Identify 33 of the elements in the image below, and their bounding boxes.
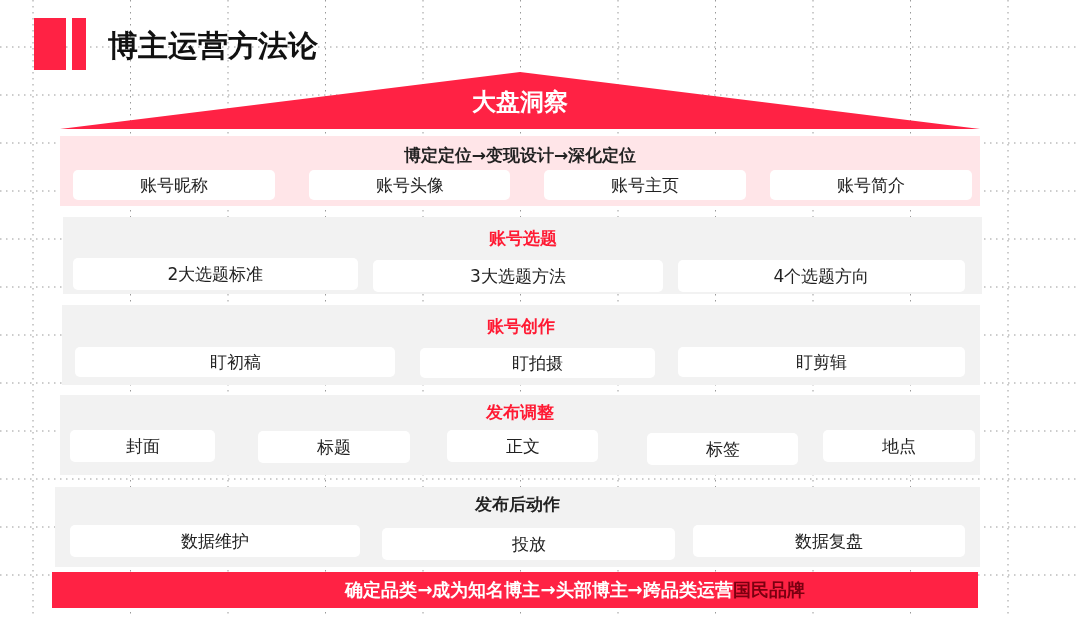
section-panel — [55, 487, 980, 567]
section-panel — [60, 136, 980, 206]
section-heading: 发布后动作 — [474, 493, 561, 516]
item-card: 数据维护 — [70, 525, 360, 557]
item-card: 账号主页 — [544, 170, 746, 200]
banner-text: 国民品牌 — [732, 578, 805, 602]
item-card: 4个选题方向 — [678, 260, 965, 292]
section-heading: 博定定位→变现设计→深化定位 — [402, 144, 638, 167]
banner-heading: 大盘洞察 — [471, 87, 569, 118]
item-card: 正文 — [447, 430, 598, 462]
section-panel — [60, 395, 980, 475]
title: 博主运营方法论 — [108, 27, 318, 65]
item-card: 3大选题方法 — [373, 260, 663, 292]
item-card: 地点 — [823, 430, 975, 462]
item-card: 盯拍摄 — [420, 348, 655, 378]
item-card: 盯初稿 — [75, 347, 395, 377]
banner-text: 确定品类→成为知名博主→头部博主→跨品类运营 — [345, 578, 733, 602]
section-panel — [63, 217, 982, 294]
item-card: 账号昵称 — [73, 170, 275, 200]
item-card: 2大选题标准 — [73, 258, 358, 290]
item-card: 标签 — [647, 433, 798, 465]
bottom-banner — [52, 572, 978, 608]
item-card: 数据复盘 — [693, 525, 965, 557]
item-card: 账号简介 — [770, 170, 972, 200]
section-panel — [62, 305, 980, 385]
section-heading: 账号选题 — [487, 227, 558, 250]
item-card: 盯剪辑 — [678, 347, 965, 377]
section-heading: 发布调整 — [485, 401, 555, 424]
item-card: 投放 — [382, 528, 675, 560]
item-card: 封面 — [70, 430, 215, 462]
item-card: 账号头像 — [309, 170, 510, 200]
item-card: 标题 — [258, 431, 410, 463]
section-heading: 账号创作 — [486, 315, 556, 338]
